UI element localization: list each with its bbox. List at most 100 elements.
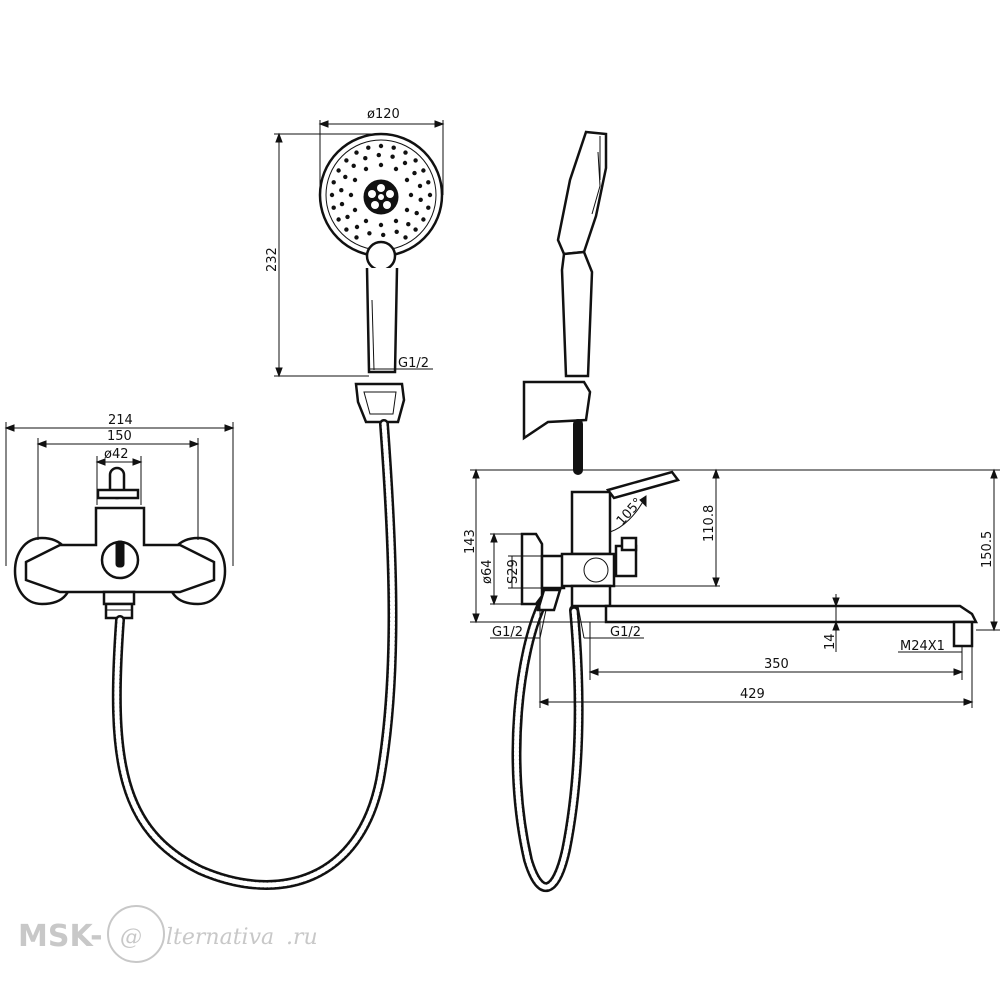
nozzle bbox=[414, 210, 419, 216]
nozzle bbox=[427, 192, 433, 198]
dim-body-width-label: 214 bbox=[108, 413, 133, 428]
nozzle bbox=[393, 218, 399, 224]
dim-inlet-spacing: 150 bbox=[36, 429, 200, 540]
nozzle bbox=[391, 145, 396, 150]
nozzle bbox=[426, 180, 431, 185]
dim-inlet-spacing-label: 150 bbox=[107, 429, 132, 444]
dim-spout-height: 150.5 bbox=[720, 468, 1000, 632]
nozzle bbox=[378, 162, 384, 168]
nozzle bbox=[413, 227, 418, 232]
dim-outlet-thread-label: G1/2 bbox=[610, 625, 641, 640]
nozzle bbox=[394, 229, 399, 234]
dim-total-height: 143 bbox=[463, 468, 720, 624]
nozzle bbox=[348, 192, 354, 198]
nozzle bbox=[378, 143, 384, 149]
shower-nozzles bbox=[329, 143, 433, 240]
shower-mode-button bbox=[365, 240, 397, 272]
nozzle bbox=[331, 180, 336, 185]
nozzle bbox=[418, 197, 423, 202]
dim-spout-drop: 14 bbox=[823, 594, 840, 652]
shower-handle bbox=[365, 267, 399, 374]
nozzle bbox=[363, 166, 369, 172]
cartridge-body-side bbox=[570, 490, 612, 556]
mixer-body-side-view bbox=[520, 470, 681, 612]
watermark-at: @ bbox=[120, 925, 142, 950]
dim-total-height-label: 143 bbox=[463, 529, 478, 554]
front-view-hose bbox=[111, 419, 398, 890]
nozzle bbox=[354, 224, 360, 230]
dim-flange-diameter: ø64 bbox=[480, 532, 536, 606]
nozzle bbox=[354, 235, 359, 240]
nozzle bbox=[344, 158, 349, 163]
shower-holder-side bbox=[522, 380, 592, 441]
nozzle bbox=[352, 177, 358, 183]
dim-shower-thread-label: G1/2 bbox=[398, 356, 429, 371]
dim-flange-diameter-label: ø64 bbox=[480, 560, 495, 585]
nozzle bbox=[404, 207, 410, 213]
shower-outlet-side bbox=[536, 588, 562, 612]
lever-side bbox=[605, 470, 681, 500]
watermark-domain: .ru bbox=[286, 925, 318, 950]
nozzle bbox=[417, 183, 423, 189]
dim-aerator-thread: M24X1 bbox=[898, 639, 962, 654]
watermark-logo: MSK- @ lternativa .ru bbox=[18, 905, 318, 963]
nozzle bbox=[376, 152, 381, 158]
watermark-suffix: lternativa bbox=[166, 925, 274, 950]
dim-head-diameter: ø120 bbox=[318, 107, 445, 195]
hand-shower-side-view bbox=[522, 130, 608, 441]
dim-outlet-height: 110.8 bbox=[614, 468, 720, 588]
nozzle bbox=[363, 156, 368, 161]
dim-spout-reach-label: 350 bbox=[764, 657, 789, 672]
nozzle bbox=[339, 188, 344, 193]
shower-handle-side bbox=[560, 250, 594, 378]
nozzle bbox=[351, 163, 356, 168]
hand-shower-front-view bbox=[318, 132, 444, 424]
nozzle bbox=[344, 227, 349, 232]
dim-spout-drop-label: 14 bbox=[823, 633, 838, 650]
dim-body-width: 214 bbox=[4, 413, 235, 566]
dim-handle-diameter: ø42 bbox=[95, 447, 143, 505]
dim-spout-height-label: 150.5 bbox=[980, 531, 995, 568]
shower-outlet-nut bbox=[102, 590, 136, 606]
nozzle bbox=[345, 214, 350, 220]
nozzle bbox=[421, 217, 426, 222]
nozzle bbox=[329, 192, 335, 198]
dim-handle-diameter-label: ø42 bbox=[104, 447, 129, 462]
nozzle bbox=[352, 207, 358, 213]
mixer-body-front-view bbox=[13, 466, 227, 620]
dim-shower-length-label: 232 bbox=[265, 247, 280, 272]
dim-flange-s-label: S29 bbox=[506, 559, 521, 584]
nozzle bbox=[421, 168, 426, 173]
spout-joint-side bbox=[560, 552, 616, 588]
nozzle bbox=[402, 160, 408, 166]
shower-holder bbox=[354, 382, 406, 424]
nozzle bbox=[408, 192, 414, 198]
nozzle bbox=[336, 217, 341, 222]
dim-inlet-thread-label: G1/2 bbox=[492, 625, 523, 640]
nozzle bbox=[336, 168, 341, 173]
nozzle bbox=[403, 235, 408, 240]
nozzle bbox=[413, 158, 418, 163]
dim-lever-angle: 105° bbox=[609, 495, 647, 533]
nozzle bbox=[406, 222, 411, 227]
dim-flange-s: S29 bbox=[506, 555, 542, 589]
nozzle bbox=[390, 154, 395, 159]
wall-flange-side bbox=[520, 532, 544, 606]
dim-outlet-height-label: 110.8 bbox=[702, 505, 717, 542]
nozzle bbox=[426, 205, 431, 210]
dim-overall-length: 429 bbox=[538, 604, 974, 708]
dim-aerator-thread-label: M24X1 bbox=[900, 639, 945, 654]
nozzle bbox=[404, 177, 410, 183]
nozzle bbox=[366, 145, 371, 150]
nozzle bbox=[412, 170, 417, 176]
spout-side-view bbox=[604, 604, 979, 648]
shower-head-side bbox=[556, 130, 608, 256]
nozzle bbox=[343, 174, 348, 180]
nozzle bbox=[378, 222, 384, 228]
nozzle bbox=[331, 205, 336, 210]
aerator bbox=[952, 620, 974, 648]
dim-head-diameter-label: ø120 bbox=[367, 107, 400, 122]
nozzle bbox=[381, 232, 386, 238]
spout bbox=[604, 604, 979, 624]
